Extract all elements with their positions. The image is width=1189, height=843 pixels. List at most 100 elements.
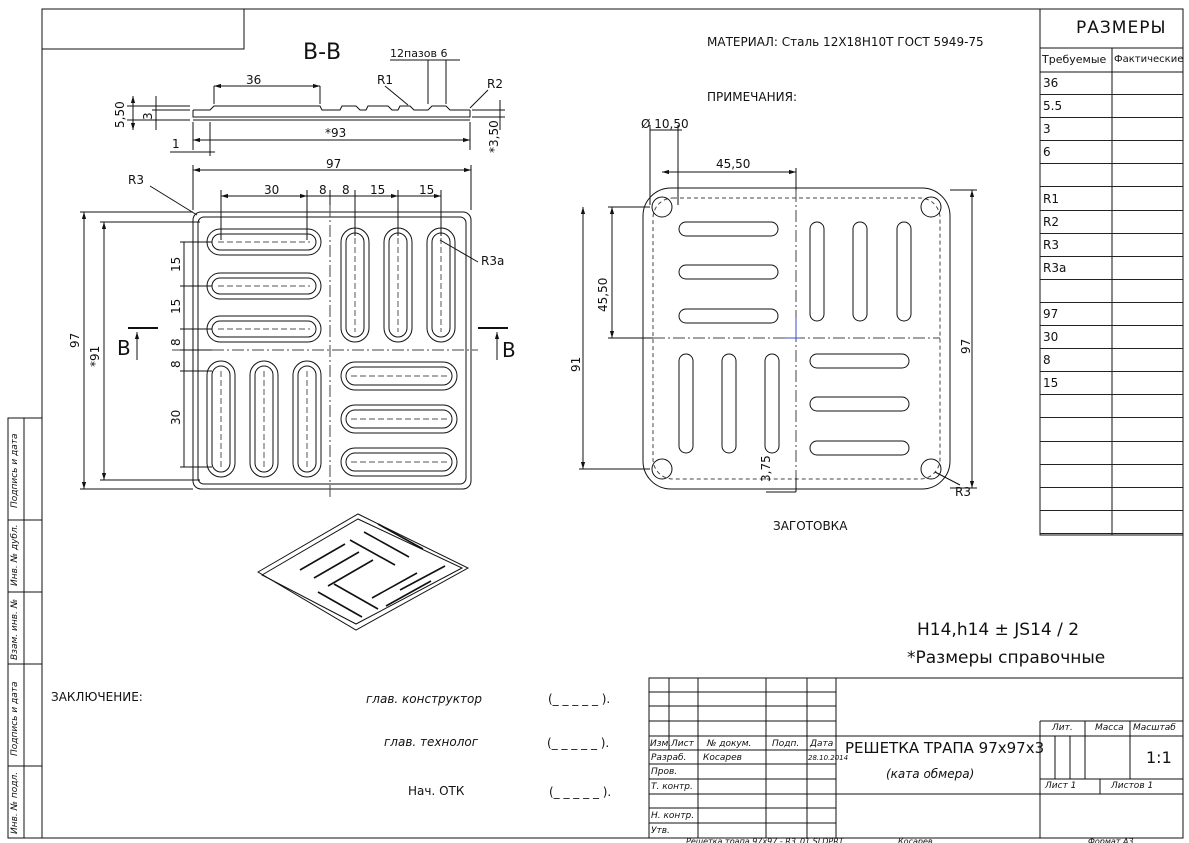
sizes-table-row: 8: [1040, 349, 1183, 373]
side-stamp-label: Взам. инв. №: [10, 598, 20, 660]
side-stamp-grid: [7, 417, 43, 839]
dim-label: 91: [569, 356, 583, 372]
dim-label: *93: [325, 126, 347, 140]
blank-view: [579, 125, 977, 493]
sizes-table-row: [1040, 511, 1183, 534]
tb-hdr-sign: Подп.: [772, 739, 800, 749]
signature-role: Нач. ОТК: [408, 784, 465, 798]
isometric-view: [257, 513, 470, 631]
dim-label: R3: [955, 485, 971, 499]
section-view: [127, 59, 505, 156]
dim-label: 3,75: [759, 455, 773, 482]
sizes-required-value: 15: [1043, 376, 1059, 391]
signature-blank: (_ _ _ _ _ ).: [547, 736, 610, 750]
sizes-table-row: R3а: [1040, 257, 1183, 280]
dim-label: R3: [128, 173, 144, 187]
sizes-table-row: [1040, 442, 1183, 465]
section-title: В-В: [303, 40, 342, 65]
sizes-required-value: R3а: [1043, 260, 1067, 275]
dim-label: 97: [959, 338, 973, 354]
sizes-table-row: [1040, 395, 1183, 419]
sizes-required-value: R1: [1043, 191, 1059, 206]
tb-footer-author: Косарев: [898, 838, 933, 843]
dim-label: Ø 10,50: [641, 117, 689, 131]
dim-label: 97: [68, 332, 82, 348]
conclusion-label: ЗАКЛЮЧЕНИЕ:: [51, 690, 143, 704]
dim-label: 15: [169, 298, 183, 314]
sizes-col-required: Требуемые: [1042, 53, 1107, 66]
dim-label: R3а: [481, 254, 505, 268]
tb-hdr-izm: Изм.: [650, 739, 672, 749]
sizes-required-value: 8: [1043, 353, 1051, 368]
sizes-col-actual: Фактические: [1114, 54, 1184, 65]
sizes-table-row: [1040, 164, 1183, 188]
tb-mass: Масса: [1095, 723, 1124, 733]
tb-scale: 1:1: [1146, 748, 1172, 767]
sizes-table-row: [1040, 465, 1183, 488]
dim-label: 97: [326, 157, 342, 171]
notes-label: ПРИМЕЧАНИЯ:: [707, 90, 797, 104]
side-stamp-label: Инв. № подл.: [10, 771, 20, 834]
dim-label: 3: [141, 112, 155, 120]
sizes-table-row: 97: [1040, 303, 1183, 327]
dim-label: 8: [169, 338, 183, 346]
signature-role: глав. конструктор: [366, 692, 482, 706]
tb-hdr-doc: № докум.: [707, 739, 752, 749]
tb-sheets: Листов 1: [1111, 781, 1154, 791]
plan-view: [80, 165, 508, 497]
sizes-required-value: 97: [1043, 307, 1059, 321]
sizes-required-value: 30: [1043, 330, 1059, 345]
sizes-required-value: R3: [1043, 237, 1059, 252]
tb-lit: Лит.: [1052, 723, 1073, 733]
dim-label: 1: [172, 137, 180, 151]
tb-scale-label: Масштаб: [1133, 723, 1176, 733]
dim-label: 5,50: [113, 101, 127, 128]
sizes-table-row: [1040, 488, 1183, 511]
sizes-required-value: 3: [1043, 122, 1051, 137]
tb-author: Косарев: [703, 753, 742, 763]
sizes-required-value: R2: [1043, 214, 1059, 229]
dim-label: 30: [264, 183, 280, 197]
reference-note: *Размеры справочные: [907, 648, 1106, 668]
side-stamp-label: Подпись и дата: [10, 681, 20, 756]
tb-date: 28.10.2014: [808, 754, 849, 762]
signature-blank: (_ _ _ _ _ ).: [548, 692, 611, 706]
dim-label: 8: [319, 183, 327, 197]
sizes-table-row: 6: [1040, 141, 1183, 165]
dim-label: *91: [88, 345, 102, 367]
sizes-required-value: 5.5: [1043, 99, 1063, 114]
dim-label: 15: [169, 256, 183, 272]
tb-nkontr: Н. контр.: [651, 811, 695, 821]
sizes-table-row: R1: [1040, 188, 1183, 211]
tb-tkontr: Т. контр.: [651, 782, 693, 792]
drawing-subtitle: (ката обмера): [886, 767, 975, 781]
tb-footer-format: Формат А3: [1088, 838, 1134, 843]
dim-label: 45,50: [596, 277, 610, 312]
drawing-name: РЕШЕТКА ТРАПА 97х97х3: [845, 739, 1045, 757]
sizes-table-row: R2: [1040, 211, 1183, 234]
blank-label: ЗАГОТОВКА: [773, 519, 848, 533]
title-block-grid: [648, 677, 1184, 839]
sizes-table-title: РАЗМЕРЫ: [1076, 18, 1167, 38]
sizes-table-row: [1040, 280, 1183, 303]
tb-razrab: Разраб.: [651, 753, 687, 763]
signature-role: глав. технолог: [384, 735, 479, 749]
tb-hdr-list: Лист: [671, 739, 694, 749]
side-stamp-label: Инв. № дубл.: [10, 524, 20, 586]
dim-label: 45,50: [716, 157, 751, 171]
sheet-frame: [41, 8, 1184, 839]
dim-label: 30: [169, 409, 183, 425]
sizes-required-value: 36: [1043, 76, 1059, 90]
sizes-table-row: 3: [1040, 118, 1183, 142]
tolerance-note: Н14,h14 ± JS14 / 2: [917, 620, 1080, 640]
dim-label: 8: [169, 360, 183, 368]
tb-footer-file: Решетка трапа 97х97 - R3_01.SLDPRT: [686, 838, 844, 843]
side-stamp-label: Подпись и дата: [10, 433, 20, 508]
slots-bottom-right: [340, 361, 458, 477]
dim-label: R1: [377, 73, 393, 87]
slots-bottom-left: [206, 360, 322, 478]
section-marker-right: В: [502, 338, 516, 362]
dim-label: *3,50: [487, 120, 501, 153]
dim-label: 36: [246, 73, 262, 87]
